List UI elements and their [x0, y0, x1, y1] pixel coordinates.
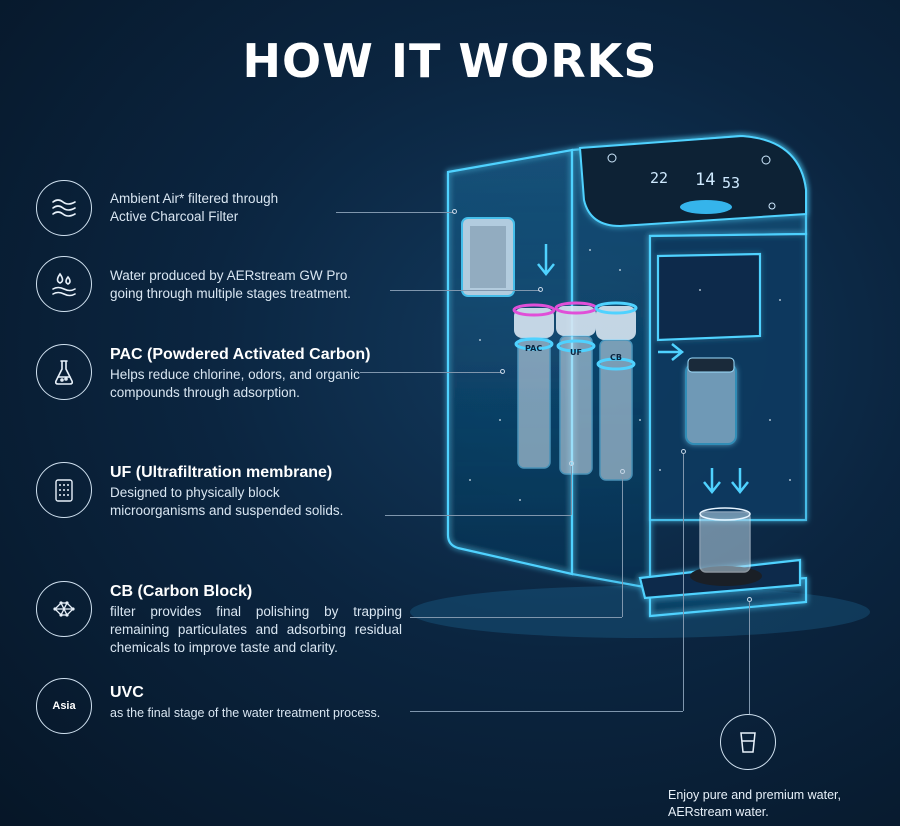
- step-text-line: compounds through adsorption.: [110, 385, 300, 400]
- step-text-line: filter provides final polishing by trapp…: [110, 604, 402, 619]
- step-text-line: remaining particulates and adsorbing res…: [110, 622, 402, 637]
- callout-dot: [747, 597, 752, 602]
- callout-dot: [569, 461, 574, 466]
- filter-label-cb: CB: [610, 353, 622, 362]
- leader-line: [410, 711, 683, 712]
- flask-icon: [36, 344, 92, 400]
- glass-icon: [720, 714, 776, 770]
- air-filter-cartridge: [461, 217, 515, 297]
- step-text-line: Designed to physically block: [110, 485, 280, 500]
- final-text-line: Enjoy pure and premium water,: [668, 788, 842, 802]
- filter-label-pac: PAC: [525, 344, 542, 353]
- step-heading: PAC (Powdered Activated Carbon): [110, 346, 371, 363]
- callout-dot: [620, 469, 625, 474]
- leader-line: [410, 617, 622, 618]
- display-mid: 14: [695, 170, 715, 190]
- step-text-line: Active Charcoal Filter: [110, 209, 239, 224]
- step-text-line: Helps reduce chlorine, odors, and organi…: [110, 367, 360, 382]
- control-panel: 22 14 53: [578, 134, 807, 228]
- callout-dot: [500, 369, 505, 374]
- final-caption: Enjoy pure and premium water, AERstream …: [668, 787, 841, 821]
- air-flow-icon: [36, 180, 92, 236]
- water-drops-icon: [36, 256, 92, 312]
- uvc-lamp: [685, 357, 737, 445]
- display-right: 53: [722, 174, 740, 192]
- leader-line: [390, 290, 540, 291]
- leader-line: [683, 454, 684, 711]
- step-text-line: chemicals to improve taste and clarity.: [110, 640, 338, 655]
- display-left: 22: [650, 169, 668, 187]
- membrane-filter-icon: [36, 462, 92, 518]
- step-heading: UF (Ultrafiltration membrane): [110, 464, 333, 481]
- leader-line: [749, 602, 750, 714]
- filter-cartridges: PAC UF CB: [512, 301, 638, 481]
- leader-line: [622, 474, 623, 617]
- filter-label-uf: UF: [570, 348, 582, 357]
- step-heading: UVC: [110, 684, 144, 701]
- callout-dot: [452, 209, 457, 214]
- leader-line: [360, 372, 502, 373]
- step-heading: CB (Carbon Block): [110, 583, 253, 600]
- glass-on-tray: [690, 507, 762, 586]
- callout-dot: [681, 449, 686, 454]
- step-text-line: going through multiple stages treatment.: [110, 286, 351, 301]
- step-text-line: as the final stage of the water treatmen…: [110, 706, 381, 720]
- leader-line: [571, 466, 572, 515]
- final-text-line: AERstream water.: [668, 805, 769, 819]
- step-text-line: Ambient Air* filtered through: [110, 191, 279, 206]
- asia-badge-text: Asia: [52, 700, 76, 712]
- page-title: HOW IT WORKS: [242, 34, 658, 88]
- step-text-line: Water produced by AERstream GW Pro: [110, 268, 348, 283]
- callout-dot: [538, 287, 543, 292]
- leader-line: [385, 515, 571, 516]
- asia-badge: Asia: [36, 678, 92, 734]
- leader-line: [336, 212, 454, 213]
- carbon-structure-icon: [36, 581, 92, 637]
- step-text-line: microorganisms and suspended solids.: [110, 503, 344, 518]
